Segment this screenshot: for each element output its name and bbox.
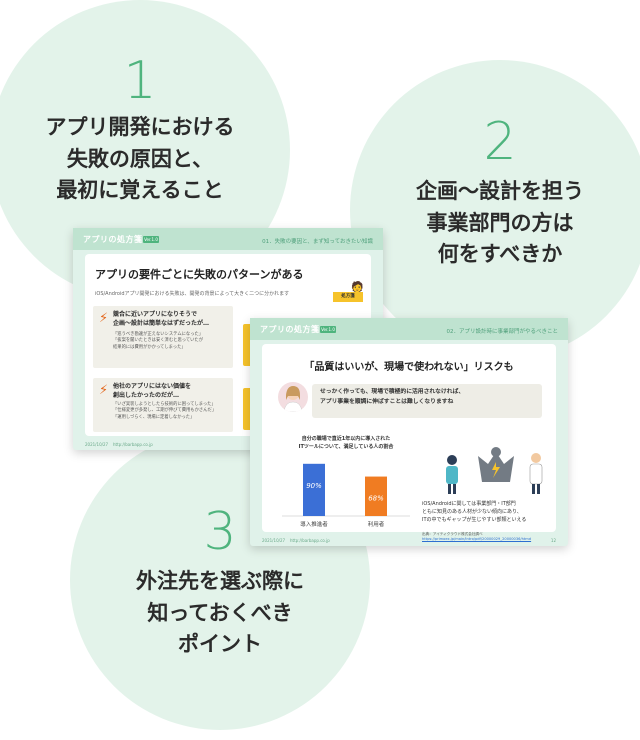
chart-bar [365, 476, 387, 516]
gap-callout: iOS/Androidに関しては事業部門・IT部門 ともに知見のある人材が少ない… [422, 501, 527, 523]
prescription-tag: 処方箋 [333, 292, 363, 302]
chart-value-label: 68% [368, 495, 384, 503]
slide-title: 「品質はいいが、現場で使われない」リスクも [304, 362, 514, 373]
source-note: 出典：アイティクラウド株式会社調べ https://primoex.jp/mai… [422, 532, 562, 543]
footer-date: 2021/10/27 [85, 442, 109, 447]
slide-header-bar [250, 318, 568, 340]
chart-category-label: 導入推進者 [300, 520, 328, 528]
failure-box-title: 競合に近いアプリになりそうで 企画〜設計は簡単なはずだったが… [113, 311, 209, 327]
source-link[interactable]: https://primoex.jp/main/Intro/pdf/200000… [422, 537, 532, 542]
failure-box-title: 他社のアプリにはない価値を 創出したかったのだが… [113, 383, 192, 399]
point-3-number: 3 [203, 502, 237, 562]
chart-title: 自分の職場で直近1年以内に導入された ITツールについて、満足している人の割合 [298, 436, 394, 450]
footer-url: http://barbapp.co.jp [290, 538, 330, 543]
slide-section: 02．アプリ設計時に事業部門がやるべきこと [446, 329, 559, 335]
chart-category-label: 利用者 [368, 520, 385, 528]
failure-box-2: ⚡ 他社のアプリにはない価値を 創出したかったのだが… 「いざ実装しようとしたら… [93, 378, 233, 432]
failure-box-note: 「いざ実装しようとしたら技術的に困ってしまった」 「仕様変更が多発し、工期が伸び… [113, 402, 217, 420]
slide-title: アプリの要件ごとに失敗のパターンがある [95, 268, 304, 281]
footer-date: 2021/10/27 [262, 538, 286, 543]
failure-box-1: ⚡ 競合に近いアプリになりそうで 企画〜設計は簡単なはずだったが… 「巡うべき勘… [93, 306, 233, 368]
slide-brand: アプリの処方箋 [260, 325, 320, 334]
slide-brand: アプリの処方箋 [83, 235, 143, 244]
slide-subtitle: iOS/Androidアプリ開発における失敗は、開発の背景によって大きく二つに分… [95, 291, 290, 297]
chart-bar [303, 463, 325, 516]
slide-section: 01．失敗の要因と、まず知っておきたい知識 [262, 239, 373, 245]
failure-box-note: 「巡うべき勘違が正えないシステムになった」 「抜案を聞いたときは安く済むと思って… [113, 332, 204, 350]
chart-value-label: 90% [306, 482, 322, 490]
gap-illustration-icon [446, 447, 543, 494]
slide-header-bar [73, 228, 383, 250]
woman-avatar-icon [278, 382, 308, 412]
satisfaction-bar-chart: 90% 導入推進者 68% 利用者 [282, 463, 410, 528]
footer-url: http://barbapp.co.jp [113, 442, 153, 447]
point-3-text: 外注先を選ぶ際に 知っておくべき ポイント [136, 569, 304, 656]
source-label: 出典：アイティクラウド株式会社調べ [422, 532, 483, 536]
point-1-text: アプリ開発における 失敗の原因と、 最初に覚えること [45, 115, 235, 202]
person-icon: 🧑 [351, 282, 364, 293]
point-2-number: 2 [483, 112, 517, 172]
page-number: 12 [550, 538, 556, 543]
slide-quality-risk: アプリの処方箋 Ver.1.0 02．アプリ設計時に事業部門がやるべきこと 「品… [250, 318, 568, 546]
point-2-circle: 2 企画〜設計を担う 事業部門の方は 何をすべきか [350, 60, 640, 360]
version-badge: Ver.1.0 [143, 236, 159, 243]
point-1-circle: 1 アプリ開発における 失敗の原因と、 最初に覚えること [0, 0, 290, 300]
point-3-circle: 3 外注先を選ぶ際に 知っておくべき ポイント [70, 430, 370, 730]
point-1-number: 1 [123, 51, 157, 111]
point-2-text: 企画〜設計を担う 事業部門の方は 何をすべきか [416, 179, 584, 266]
slide-card: 「品質はいいが、現場で使われない」リスクも せっかく作っても、現場で積極的に活用… [262, 344, 556, 541]
version-badge: Ver.1.0 [320, 326, 336, 333]
lightning-icon: ⚡ [99, 311, 109, 326]
speech-bubble: せっかく作っても、現場で積極的に活用されなければ、 アプリ事業を順調に伸ばすこと… [312, 384, 542, 418]
lightning-icon: ⚡ [99, 383, 109, 398]
